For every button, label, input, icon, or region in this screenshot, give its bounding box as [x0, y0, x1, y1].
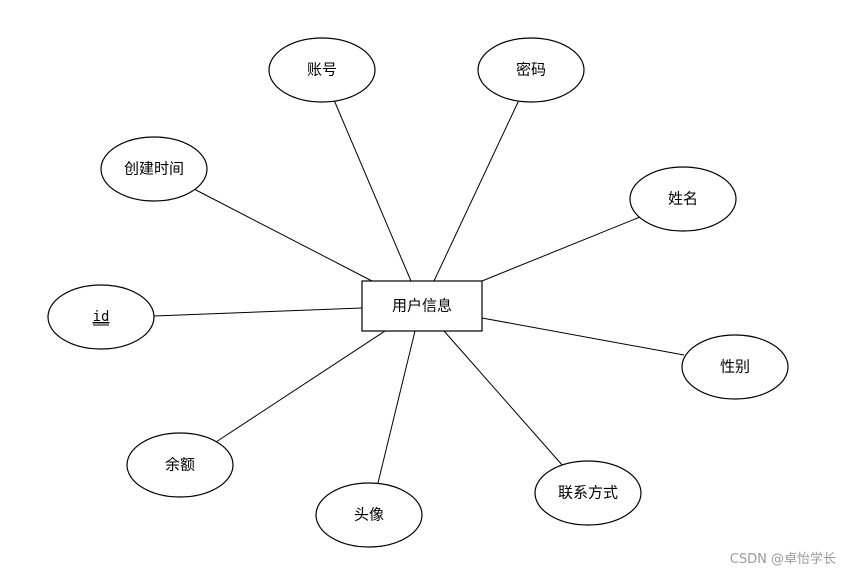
attribute-ellipse: [477, 37, 585, 103]
connector-password: [433, 99, 520, 282]
attribute-label: 联系方式: [558, 484, 618, 502]
connectors: [153, 99, 685, 488]
connector-name: [481, 216, 641, 282]
entity-rect: [361, 280, 483, 332]
attribute-ellipse: [681, 334, 789, 400]
attribute-ellipse: [126, 432, 234, 498]
attribute-ellipse: [268, 37, 376, 103]
connector-gender: [481, 317, 685, 356]
attribute-label: 头像: [354, 506, 384, 524]
attribute-created-time[interactable]: 创建时间: [100, 136, 208, 202]
connector-created-time: [193, 188, 373, 282]
attribute-ellipse: [47, 284, 155, 350]
attribute-ellipse: [534, 460, 642, 526]
attribute-label: 创建时间: [124, 160, 184, 178]
attribute-label: 账号: [307, 61, 337, 79]
entity-label: 用户信息: [392, 297, 452, 315]
connector-balance: [215, 330, 386, 443]
connector-id: [153, 307, 363, 317]
attribute-label-primary-key: id: [93, 309, 110, 325]
watermark: CSDN @卓怡学长: [730, 551, 836, 567]
attribute-contact[interactable]: 联系方式: [534, 460, 642, 526]
attribute-label: 姓名: [668, 190, 698, 208]
connector-contact: [443, 330, 564, 467]
attribute-avatar[interactable]: 头像: [315, 482, 423, 548]
attribute-password[interactable]: 密码: [477, 37, 585, 103]
attribute-label: 余额: [165, 456, 195, 474]
connector-account: [333, 99, 412, 282]
attribute-ellipse: [100, 136, 208, 202]
attribute-name[interactable]: 姓名: [629, 166, 737, 232]
attribute-gender[interactable]: 性别: [681, 334, 789, 400]
attribute-ellipse: [315, 482, 423, 548]
attribute-id[interactable]: id: [47, 284, 155, 350]
attribute-balance[interactable]: 余额: [126, 432, 234, 498]
attribute-account[interactable]: 账号: [268, 37, 376, 103]
attribute-label: 密码: [516, 61, 546, 79]
attribute-ellipse: [629, 166, 737, 232]
connector-avatar: [376, 330, 416, 488]
entity-user-info[interactable]: 用户信息: [361, 280, 483, 332]
attribute-label: 性别: [720, 358, 750, 376]
